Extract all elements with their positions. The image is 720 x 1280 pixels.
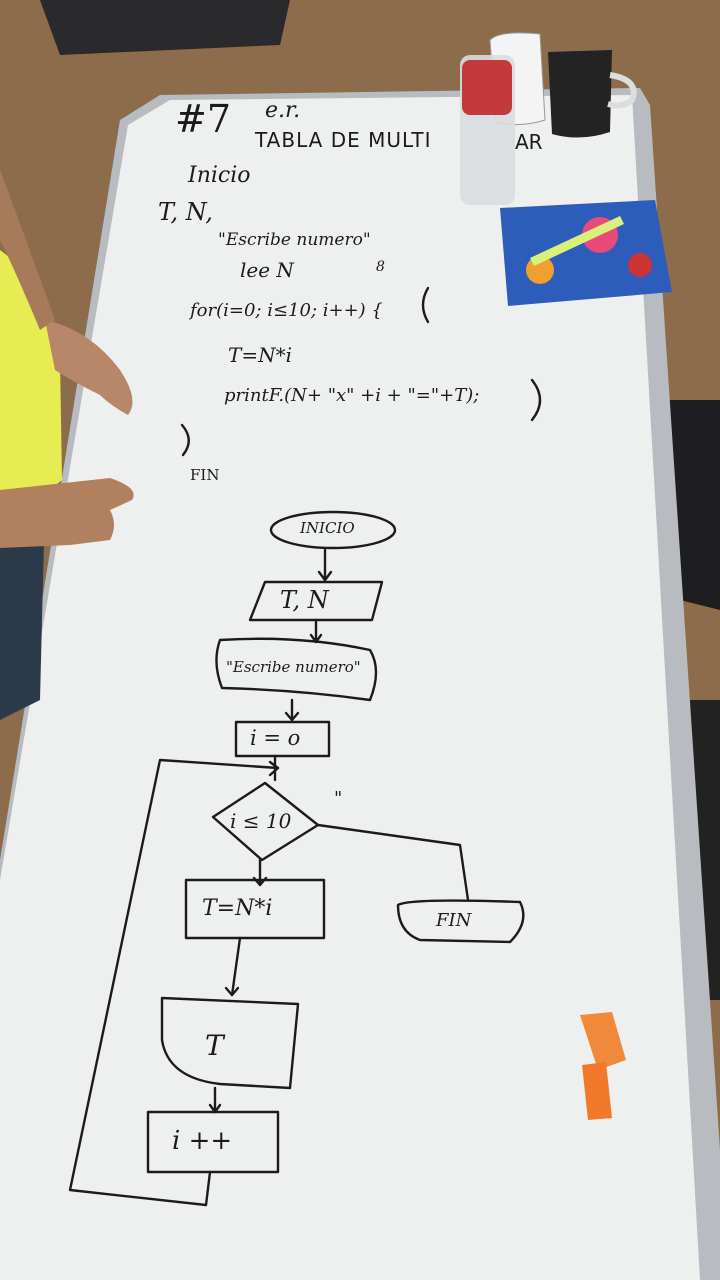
flow-declare: T, N [280,586,329,614]
person-arm [0,170,55,330]
title-tail: AR [515,130,543,154]
code-start: Inicio [188,163,251,188]
marker [530,216,624,266]
person-hand-upper [45,320,133,415]
person-hand-lower [0,478,134,548]
title-number: #7 [175,97,232,141]
code-side-note: 8 [376,259,385,275]
code-prompt: "Escribe numero" [218,230,371,250]
flow-increment: i ++ [172,1126,233,1156]
flow-condition-note: " [334,788,343,809]
board-surface [0,95,700,1280]
title-text: TABLA DE MULTI [255,128,432,152]
mug-black [548,50,612,138]
candy-wrapper [580,1012,626,1070]
flow-prompt: "Escribe numero" [226,658,361,676]
pencil-case [500,200,672,306]
mug-handle [607,72,637,109]
flow-end: FIN [436,910,472,931]
pencil-case-flower-3 [628,253,652,277]
code-print: printF.(N+ "x" +i + "="+T); [224,385,480,406]
flow-condition: i ≤ 10 [230,809,292,833]
code-read: lee N [240,258,294,282]
flow-init: i = o [250,726,301,750]
code-loop: for(i=0; i≤10; i++) { [190,300,383,321]
code-assign: T=N*i [228,343,292,367]
bottle-cap [462,60,512,115]
flow-output: T [205,1029,224,1062]
candy-wrapper-2 [582,1062,612,1120]
flow-assign: T=N*i [202,896,273,921]
flow-start: INICIO [300,519,355,537]
person-jeans [0,500,45,720]
code-end: FIN [190,466,220,484]
flowchart-lines [68,286,542,1207]
title-superscript: e.r. [265,98,301,123]
chair-right [660,400,720,610]
chair-top [40,0,290,55]
code-vars: T, N, [158,198,213,226]
